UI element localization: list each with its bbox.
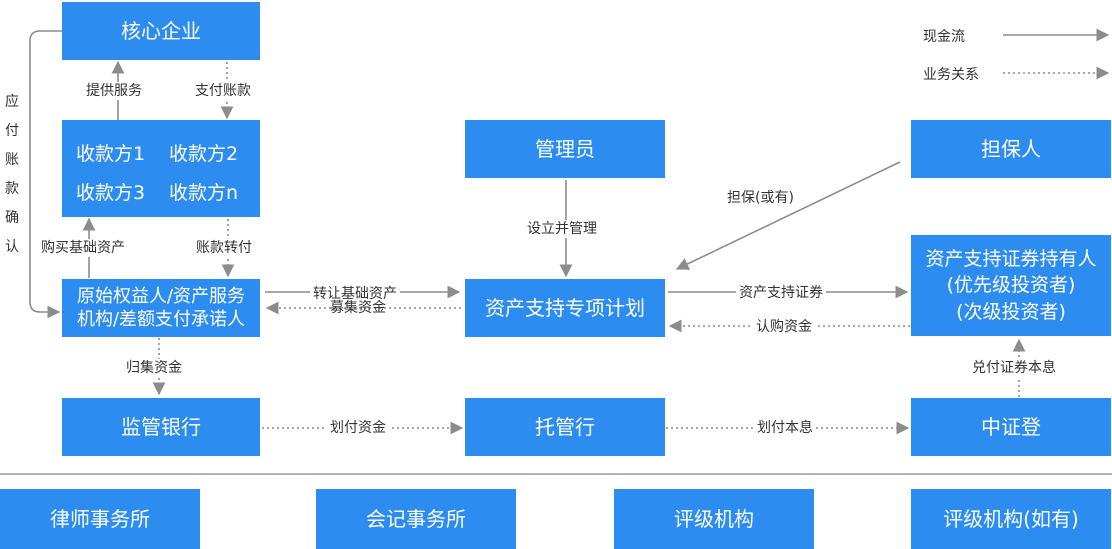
payable-confirm-char: 付 [5,123,19,139]
legend-cash-label: 现金流 [923,29,965,45]
holders-line-2: (优先级投资者) [946,274,1076,297]
collect-funds-label: 归集资金 [123,359,185,377]
pay-account-label: 支付账款 [192,82,254,100]
receiver-n: 收款方n [169,182,239,204]
accounting-firm-box: 会记事务所 [316,489,516,549]
guarantee-arrow [675,161,901,270]
transfer-payment-label: 账款转付 [193,239,255,257]
transfer-funds-label: 划付资金 [327,419,389,437]
payable-confirm-char: 认 [5,239,19,255]
payable-confirm-char: 应 [5,94,19,110]
payable-confirm-char: 款 [5,181,19,197]
holders-line-3: (次级投资者) [956,300,1066,323]
provide-service-label: 提供服务 [83,82,145,100]
holders-line-1: 资产支持证券持有人 [925,247,1097,270]
section-divider [0,473,1112,475]
transfer-assets-label: 转让基础资产 [310,285,400,303]
guarantor-box: 担保人 [911,120,1111,178]
custodian-bank-box: 托管行 [465,398,665,456]
law-firm-box: 律师事务所 [0,489,200,549]
receiver-2: 收款方2 [169,143,239,165]
transfer-principal-interest-label: 划付本息 [754,419,816,437]
payable-confirm-line [29,30,62,319]
csdc-box: 中证登 [911,398,1111,456]
rating-agency-box: 评级机构 [614,489,814,549]
receiver-1: 收款方1 [76,143,146,165]
raise-funds-label: 募集资金 [330,300,386,316]
payable-confirm-label: 应 付 账 款 确 认 [4,88,20,262]
originator-box: 原始权益人/资产服务 机构/差额支付承诺人 [62,279,260,337]
originator-line-2: 机构/差额支付承诺人 [76,309,246,330]
holders-box: 资产支持证券持有人 (优先级投资者) (次级投资者) [911,235,1111,336]
rating-agency-optional-box: 评级机构(如有) [911,489,1111,549]
receivers-box: 收款方1 收款方2 收款方3 收款方n [62,120,260,217]
payable-confirm-char: 账 [5,152,19,168]
receiver-3: 收款方3 [76,182,146,204]
legend-relation-label: 业务关系 [923,67,979,83]
manager-box: 管理员 [465,120,665,178]
originator-line-1: 原始权益人/资产服务 [76,285,246,307]
subscribe-funds-label: 认购资金 [753,318,815,336]
setup-manage-label: 设立并管理 [524,220,600,238]
abs-label: 资产支持证券 [736,284,826,302]
redeem-label: 兑付证券本息 [969,359,1059,377]
spv-box: 资产支持专项计划 [465,279,665,337]
guarantee-label: 担保(或有) [724,189,797,207]
buy-assets-label: 购买基础资产 [38,239,128,257]
supervising-bank-box: 监管银行 [62,398,260,456]
core-enterprise-box: 核心企业 [62,2,260,60]
payable-confirm-char: 确 [5,210,19,226]
